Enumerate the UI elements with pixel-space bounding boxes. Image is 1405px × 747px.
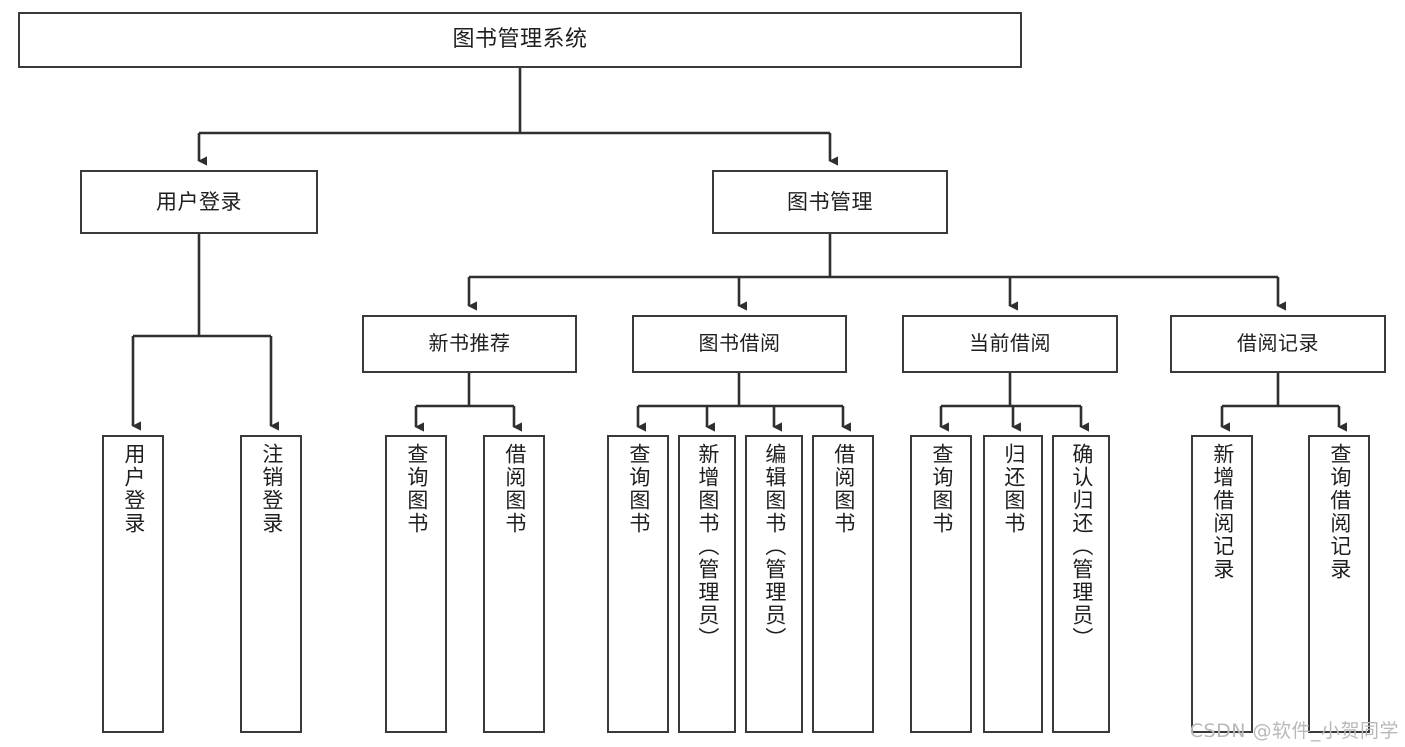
node-leaf-add-book-admin[interactable]: 新增图书（管理员） xyxy=(678,435,736,733)
node-label: 借阅记录 xyxy=(1237,331,1319,356)
edges-borrow-record xyxy=(1220,373,1347,432)
edges-book-manage xyxy=(467,234,1286,311)
node-leaf-query-book-1[interactable]: 查询图书 xyxy=(385,435,447,733)
node-label: 图书借阅 xyxy=(698,331,781,356)
node-label: 图书管理系统 xyxy=(452,27,588,53)
node-label: 用户登录 xyxy=(156,189,242,214)
node-label: 当前借阅 xyxy=(969,331,1051,356)
node-label: 图书管理 xyxy=(787,189,873,214)
node-label: 新增借阅记录 xyxy=(1210,443,1235,581)
node-leaf-borrow-book-2[interactable]: 借阅图书 xyxy=(812,435,874,733)
node-leaf-borrow-book-1[interactable]: 借阅图书 xyxy=(483,435,545,733)
edges-book-borrow xyxy=(636,373,851,432)
node-label: 查询图书 xyxy=(626,443,651,535)
node-label: 归还图书 xyxy=(1001,443,1026,535)
node-leaf-query-book-2[interactable]: 查询图书 xyxy=(607,435,669,733)
node-label: 查询图书 xyxy=(929,443,954,535)
node-label: 查询借阅记录 xyxy=(1327,443,1352,581)
node-label: 确认归还（管理员） xyxy=(1069,443,1094,650)
edges-current-borrow xyxy=(939,373,1089,432)
node-user-login[interactable]: 用户登录 xyxy=(80,170,318,234)
node-leaf-query-book-3[interactable]: 查询图书 xyxy=(910,435,972,733)
node-label: 借阅图书 xyxy=(502,443,527,535)
node-leaf-edit-book-admin[interactable]: 编辑图书（管理员） xyxy=(745,435,803,733)
node-leaf-add-borrow-record[interactable]: 新增借阅记录 xyxy=(1191,435,1253,733)
node-book-borrow[interactable]: 图书借阅 xyxy=(632,315,847,373)
edges-user-login xyxy=(131,234,279,431)
watermark: CSDN @软件_小贺同学 xyxy=(1189,720,1399,742)
node-leaf-query-borrow-record[interactable]: 查询借阅记录 xyxy=(1308,435,1370,733)
node-new-book-recommend[interactable]: 新书推荐 xyxy=(362,315,577,373)
node-label: 新增图书（管理员） xyxy=(695,443,720,650)
node-label: 查询图书 xyxy=(404,443,429,535)
node-label: 借阅图书 xyxy=(831,443,856,535)
edges-root xyxy=(197,68,838,166)
node-label: 注销登录 xyxy=(259,443,284,535)
node-leaf-logout[interactable]: 注销登录 xyxy=(240,435,302,733)
node-label: 编辑图书（管理员） xyxy=(762,443,787,650)
node-label: 新书推荐 xyxy=(428,331,511,356)
node-leaf-return-book[interactable]: 归还图书 xyxy=(983,435,1043,733)
node-book-manage[interactable]: 图书管理 xyxy=(712,170,948,234)
node-leaf-user-login[interactable]: 用户登录 xyxy=(102,435,164,733)
node-current-borrow[interactable]: 当前借阅 xyxy=(902,315,1118,373)
node-label: 用户登录 xyxy=(121,443,146,535)
node-borrow-record[interactable]: 借阅记录 xyxy=(1170,315,1386,373)
edges-new-book-recommend xyxy=(414,373,522,432)
node-leaf-confirm-return-admin[interactable]: 确认归还（管理员） xyxy=(1052,435,1110,733)
node-root-system[interactable]: 图书管理系统 xyxy=(18,12,1022,68)
